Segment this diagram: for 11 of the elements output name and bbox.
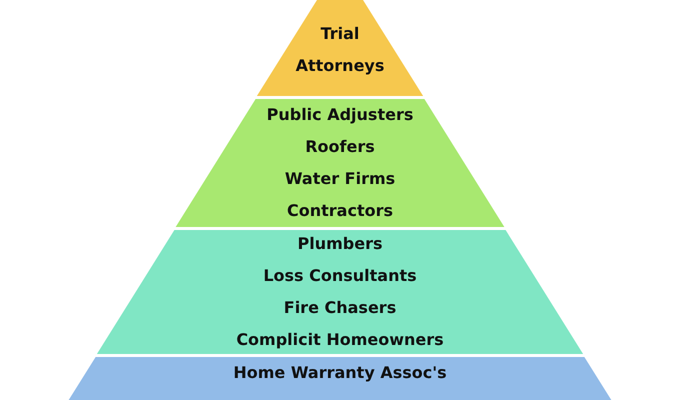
tier-label: Water Firms	[284, 168, 396, 190]
tier-label: Trial	[320, 23, 360, 45]
tier-label: Public Adjusters	[266, 104, 414, 126]
tier-label: Roofers	[305, 136, 375, 158]
tier-label: Plumbers	[298, 232, 382, 254]
tier-label: Fire Chasers	[284, 296, 396, 318]
tier-label: Complicit Homeowners	[236, 328, 444, 350]
tier-label: Loss Consultants	[263, 264, 417, 286]
tier-label: Home Warranty Assoc's	[233, 362, 447, 384]
tier-label: Attorneys	[296, 55, 384, 77]
tier-label: Contractors	[287, 200, 393, 222]
